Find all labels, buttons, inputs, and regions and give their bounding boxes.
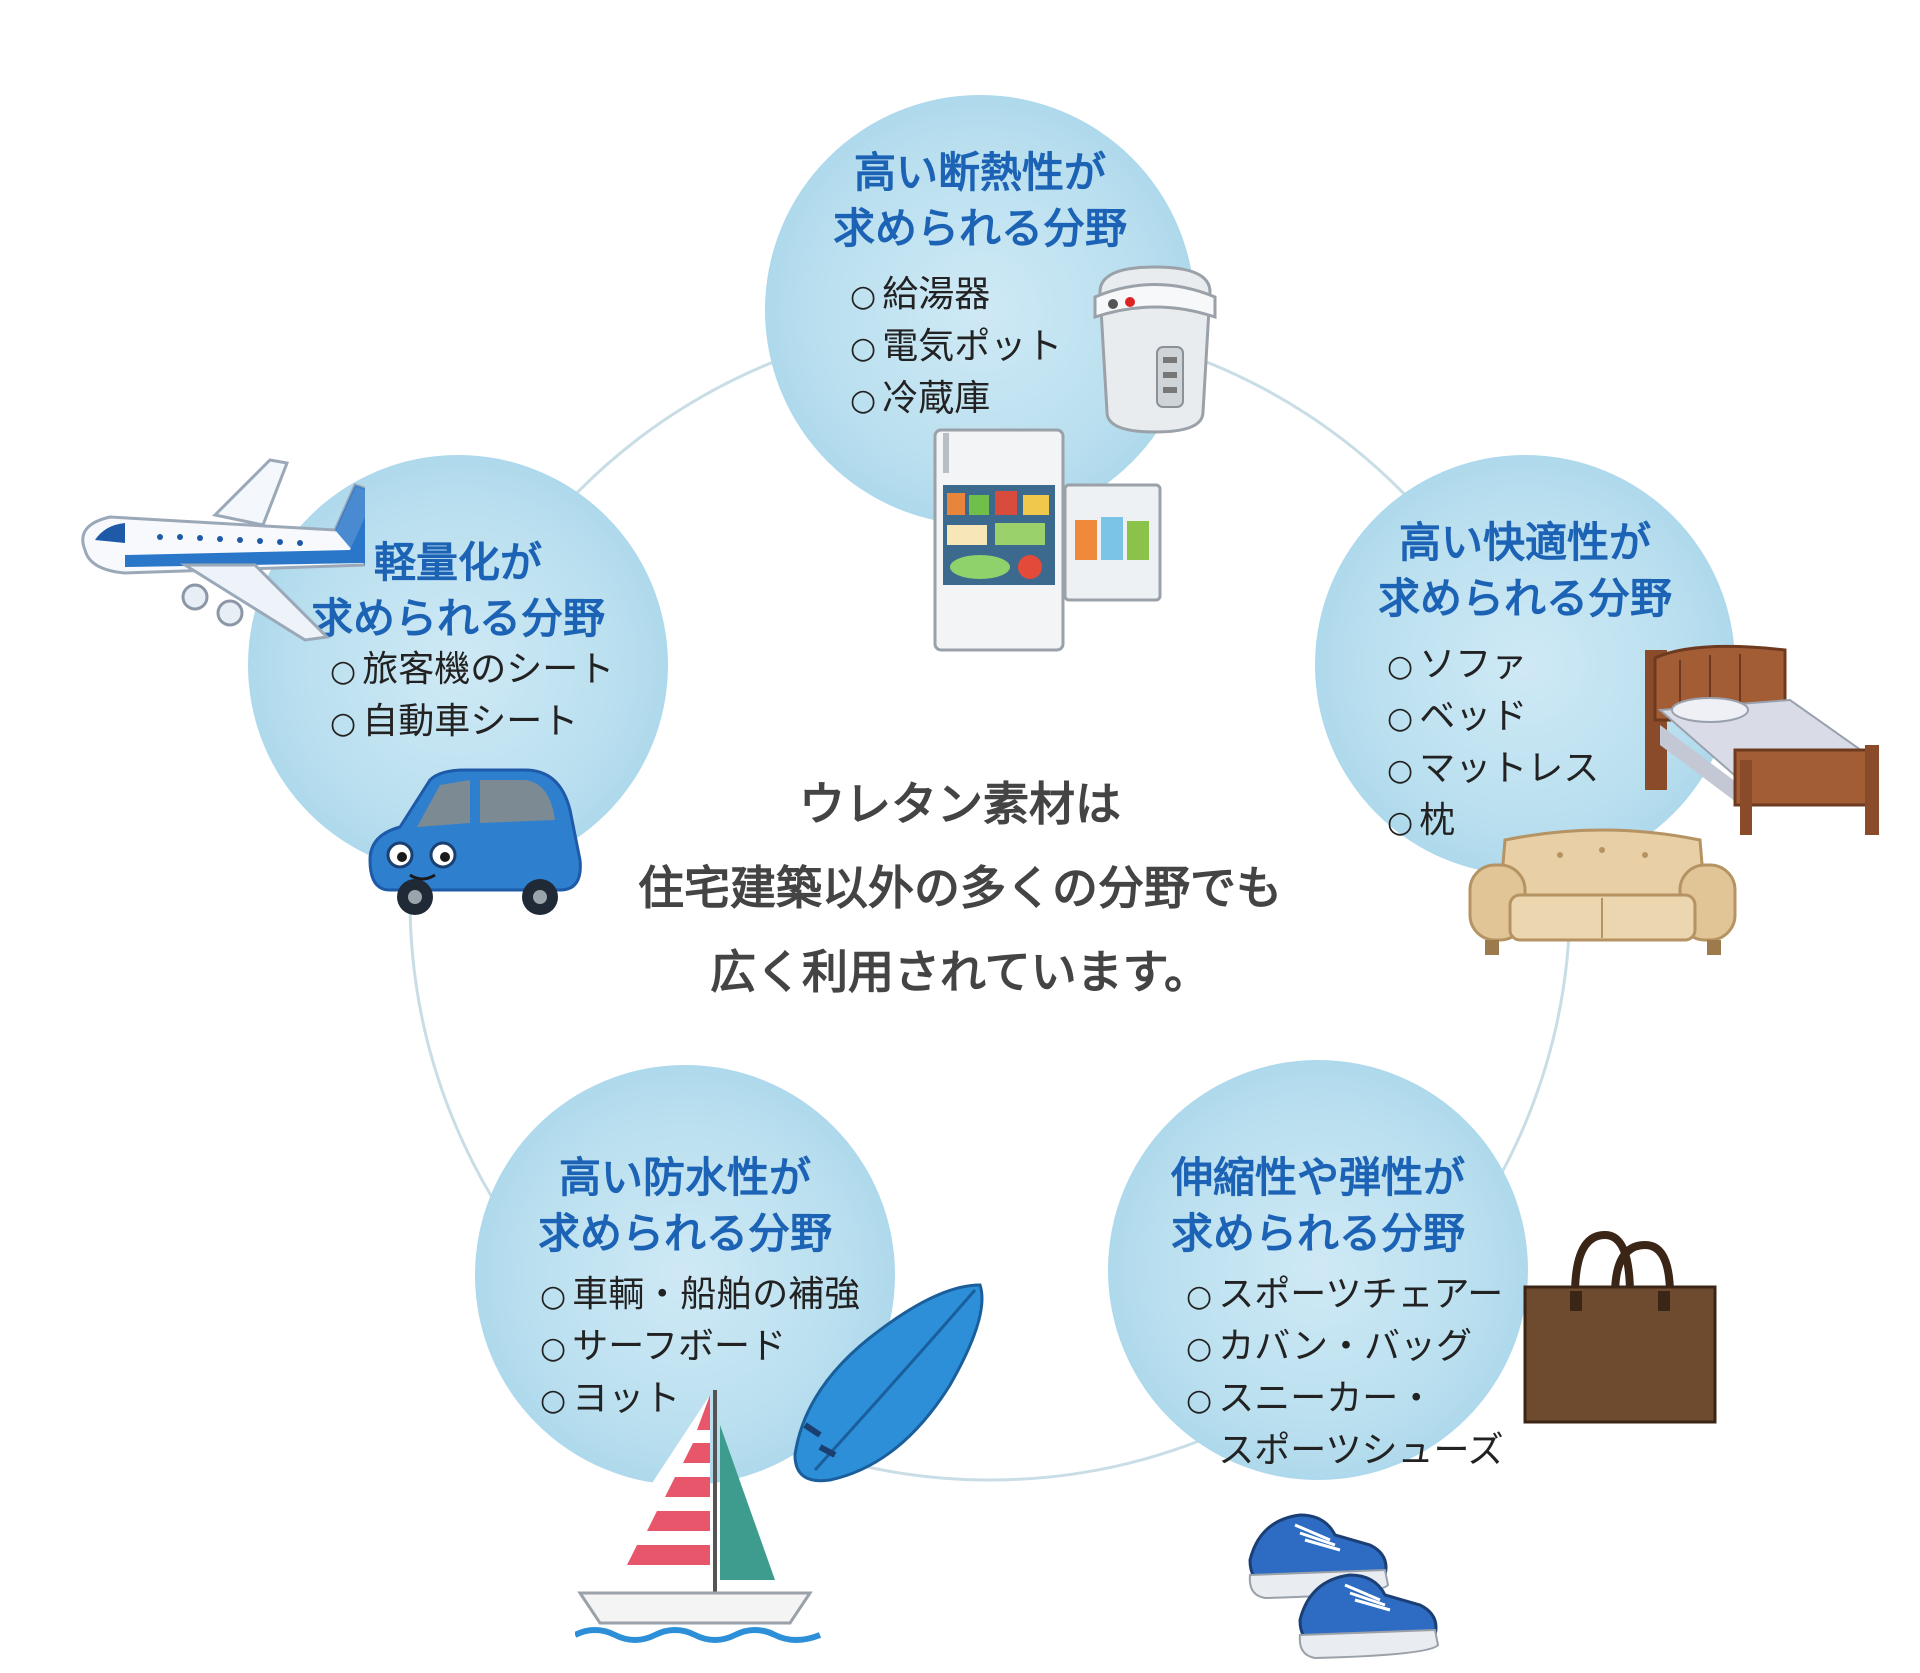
center-message: ウレタン素材は 住宅建築以外の多くの分野でも 広く利用されています。 [560, 762, 1360, 1014]
field-elasticity-title: 伸縮性や弾性が 求められる分野 [1108, 1150, 1528, 1262]
center-message-line3: 広く利用されています。 [709, 945, 1211, 999]
list-item: 車輌・船舶の補強 [540, 1270, 860, 1322]
field-comfort-title-line1: 高い快適性が [1398, 518, 1651, 567]
list-item: 枕 [1387, 796, 1599, 848]
list-item: ソファ [1387, 640, 1599, 692]
field-elasticity-title-line2: 求められる分野 [1170, 1209, 1465, 1258]
field-comfort-title-line2: 求められる分野 [1377, 574, 1672, 623]
list-item: スニーカー・ [1186, 1374, 1504, 1426]
field-lightweight-items: 旅客機のシート 自動車シート [330, 645, 614, 749]
field-lightweight-title-line2: 求められる分野 [310, 594, 605, 643]
sailboat-icon [575, 1390, 822, 1643]
tote-bag-icon [1523, 1230, 1717, 1424]
center-message-line1: ウレタン素材は [799, 777, 1121, 831]
field-lightweight-title: 軽量化が 求められる分野 [248, 535, 668, 647]
list-item: スポーツシューズ [1218, 1430, 1504, 1471]
surfboard-icon [793, 1283, 984, 1483]
field-elasticity-title-line1: 伸縮性や弾性が [1170, 1153, 1465, 1202]
list-item: 旅客機のシート [330, 645, 614, 697]
field-comfort-items: ソファ ベッド マットレス 枕 [1387, 640, 1599, 848]
bed-icon [1645, 644, 1879, 835]
list-item: 給湯器 [850, 270, 1062, 322]
sofa-icon [1468, 828, 1737, 955]
list-item: ベッド [1387, 692, 1599, 744]
list-item: カバン・バッグ [1186, 1322, 1504, 1374]
field-elasticity: 伸縮性や弾性が 求められる分野 スポーツチェアー カバン・バッグ スニーカー・ … [1108, 1060, 1528, 1480]
car-icon [368, 768, 582, 915]
field-waterproof-title-line1: 高い防水性が [558, 1153, 811, 1202]
list-item: ヨット [540, 1374, 860, 1426]
field-lightweight-title-line1: 軽量化が [373, 538, 542, 587]
field-insulation-title-line2: 求められる分野 [832, 204, 1127, 253]
field-waterproof-title: 高い防水性が 求められる分野 [475, 1150, 895, 1262]
field-elasticity-items: スポーツチェアー カバン・バッグ スニーカー・ スポーツシューズ [1186, 1270, 1504, 1478]
list-item: サーフボード [540, 1322, 860, 1374]
list-item: 自動車シート [330, 697, 614, 749]
center-message-line2: 住宅建築以外の多くの分野でも [638, 861, 1282, 915]
list-item: マットレス [1387, 744, 1599, 796]
field-comfort-title: 高い快適性が 求められる分野 [1315, 515, 1735, 627]
list-item: スポーツチェアー [1186, 1270, 1504, 1322]
refrigerator-icon [933, 428, 1162, 652]
list-item: 冷蔵庫 [850, 374, 1062, 426]
field-waterproof-items: 車輌・船舶の補強 サーフボード ヨット [540, 1270, 860, 1426]
field-insulation-title: 高い断熱性が 求められる分野 [765, 145, 1195, 257]
field-insulation-items: 給湯器 電気ポット 冷蔵庫 [850, 270, 1062, 426]
airplane-icon [81, 458, 365, 642]
field-waterproof-title-line2: 求められる分野 [537, 1209, 832, 1258]
field-insulation-title-line1: 高い断熱性が [853, 148, 1106, 197]
list-item: 電気ポット [850, 322, 1062, 374]
sneakers-icon [1248, 1513, 1440, 1660]
electric-pot-icon [1093, 265, 1217, 434]
